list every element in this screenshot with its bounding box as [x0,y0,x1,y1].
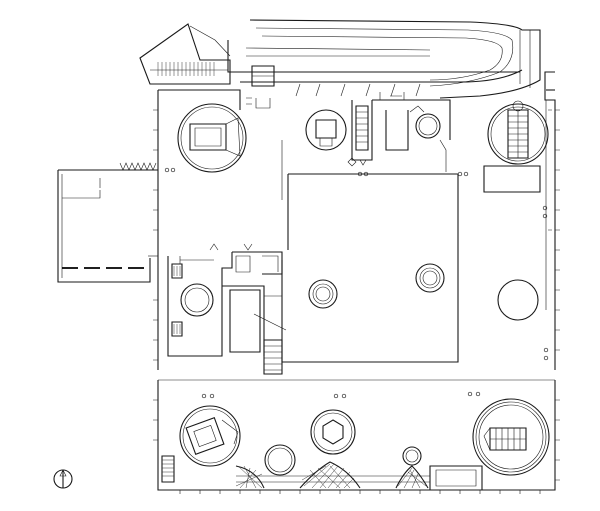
top-center-rooms [246,92,468,176]
left-annex [58,163,175,282]
bottom-zone [162,392,549,490]
entry-wedge [140,24,274,86]
building-perimeter [153,72,560,494]
north-arrow-icon [54,470,72,488]
west-rooms [168,244,286,374]
curved-ramp [228,20,540,98]
central-hall [282,140,458,362]
round-room-nw [178,104,246,172]
round-stair-ne [484,100,552,310]
round-column-east [498,280,548,360]
